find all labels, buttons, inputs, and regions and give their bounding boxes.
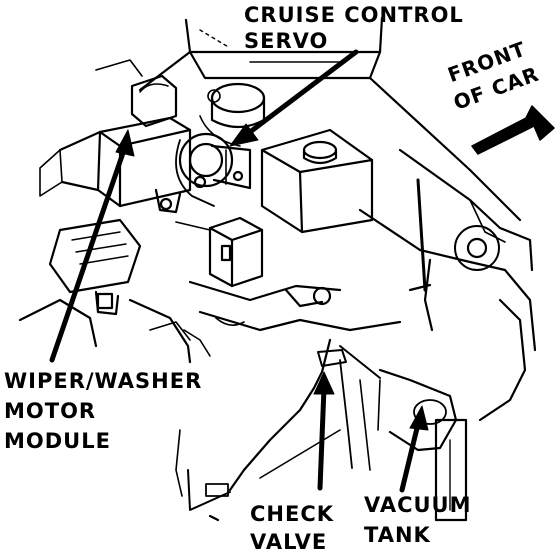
firewall-outline — [138, 16, 522, 222]
check-valve-line1: CHECK — [250, 502, 335, 526]
check-valve-label: CHECK VALVE — [250, 500, 334, 556]
check-valve-line2: VALVE — [250, 530, 328, 554]
fender-panel — [358, 148, 537, 422]
lower-cowl — [183, 280, 402, 357]
cruise-servo-label-line1: CRUISE CONTROL — [244, 3, 464, 27]
relay-block — [175, 216, 264, 288]
vacuum-tank-line2: TANK — [364, 523, 431, 547]
cruise-control-servo — [175, 132, 252, 207]
wiper-motor-module — [39, 59, 192, 214]
wiper-module-line1: WIPER/WASHER — [4, 369, 203, 393]
wiper-module-label: WIPER/WASHER MOTOR MODULE — [4, 366, 202, 456]
wiper-module-line3: MODULE — [4, 429, 111, 453]
vacuum-tank-body — [377, 368, 468, 522]
front-of-car-arrow — [471, 105, 555, 155]
cruise-servo-label: CRUISE CONTROL SERVO — [244, 2, 464, 54]
front-frame — [175, 359, 371, 497]
engine-accessories — [18, 218, 192, 364]
wiper-module-line2: MOTOR — [4, 399, 97, 423]
leader-arrows — [49, 49, 429, 493]
vacuum-tank-label: VACUUM TANK — [364, 490, 472, 550]
coolant-reservoir — [260, 128, 374, 234]
cruise-servo-label-line2: SERVO — [244, 29, 329, 53]
vacuum-hose — [187, 338, 381, 522]
vacuum-tank-line1: VACUUM — [364, 493, 472, 517]
